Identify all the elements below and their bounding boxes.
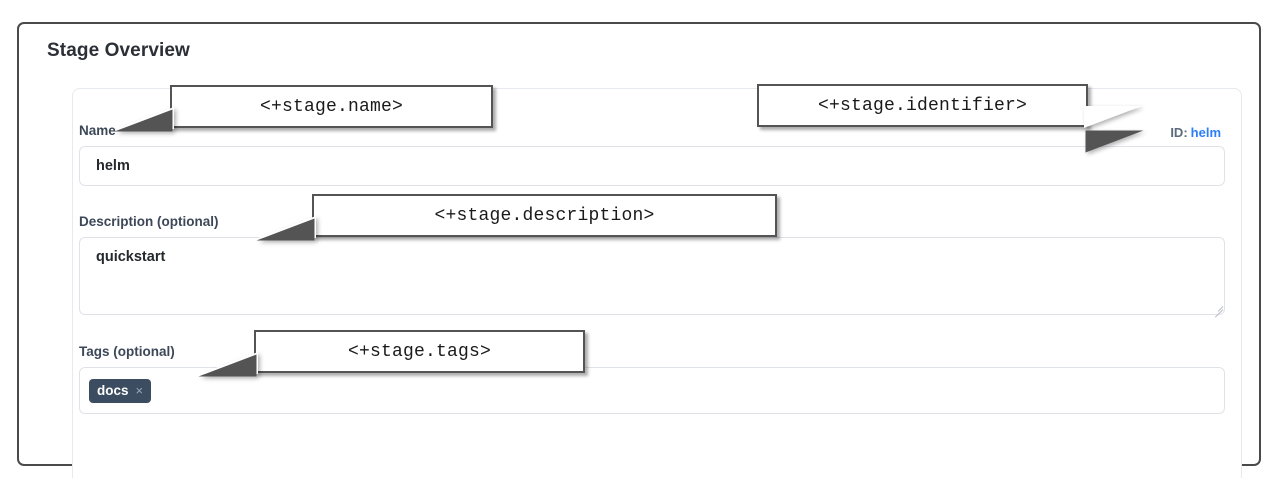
- label-description: Description (optional): [79, 214, 219, 229]
- label-tags: Tags (optional): [79, 344, 175, 359]
- stage-overview-card: Name ID:helm Description (optional) Tags…: [72, 88, 1242, 478]
- annotation-callout-stage-identifier: <+stage.identifier>: [757, 84, 1142, 128]
- tag-chip-label: docs: [97, 382, 129, 398]
- annotation-callout-stage-name: <+stage.name>: [116, 85, 493, 129]
- annotation-callout-stage-description: <+stage.description>: [258, 194, 777, 238]
- callout-tail-left-icon: [200, 352, 258, 374]
- tag-chip-docs[interactable]: docs ×: [89, 378, 152, 403]
- stage-identifier-readout: ID:helm: [1170, 125, 1221, 140]
- page-title: Stage Overview: [47, 40, 190, 61]
- callout-tail-left-icon: [258, 216, 316, 238]
- annotation-text: <+stage.tags>: [347, 341, 492, 362]
- annotation-text: <+stage.identifier>: [817, 95, 1028, 116]
- tags-input[interactable]: docs ×: [79, 367, 1225, 414]
- label-name: Name: [79, 123, 116, 138]
- annotation-text: <+stage.name>: [259, 96, 404, 117]
- callout-tail-right-icon: [1084, 106, 1142, 128]
- id-label: ID:: [1170, 125, 1188, 140]
- description-textarea[interactable]: [79, 237, 1225, 315]
- callout-tail-left-icon: [116, 107, 174, 129]
- annotation-callout-stage-tags: <+stage.tags>: [200, 330, 585, 374]
- annotation-text: <+stage.description>: [434, 205, 655, 226]
- tag-remove-icon[interactable]: ×: [135, 383, 144, 398]
- id-value[interactable]: helm: [1190, 125, 1221, 140]
- name-input[interactable]: [79, 146, 1225, 186]
